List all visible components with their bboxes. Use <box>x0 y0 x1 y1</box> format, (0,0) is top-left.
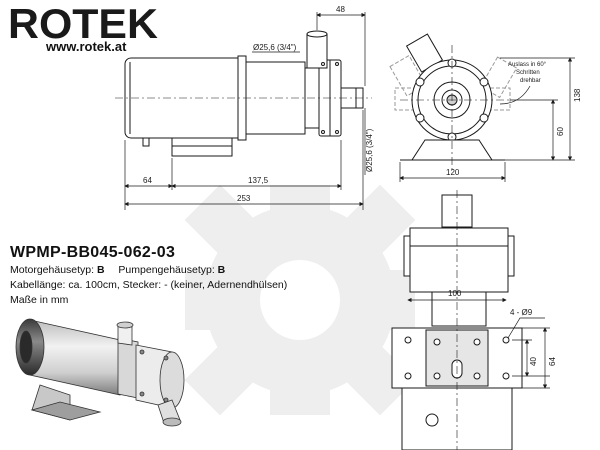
units-note: Maße in mm <box>10 294 69 306</box>
outlet-note-line-2: Schritten <box>516 70 540 76</box>
website-url[interactable]: www.rotek.at <box>46 39 127 54</box>
pump-housing-value: B <box>217 264 226 276</box>
side-view <box>115 30 372 157</box>
watermark-gear-icon <box>184 184 416 416</box>
rotek-logo: ROTEK www.rotek.at <box>8 2 198 58</box>
dim-138: 138 <box>573 88 582 102</box>
front-view <box>389 33 518 170</box>
dim-40: 40 <box>529 357 538 366</box>
dim-137: 137,5 <box>248 176 269 185</box>
outlet-note-line-3: drehbar <box>520 78 541 84</box>
pump-housing-label: Pumpengehäusetyp: <box>118 264 215 276</box>
housing-types: Motorgehäusetyp: B Pumpengehäusetyp: B <box>10 264 225 276</box>
side-view-dimensions <box>124 12 366 210</box>
dim-64b: 64 <box>548 357 557 366</box>
front-view-labels: 138 60 120 <box>446 88 582 177</box>
logo-wordmark: ROTEK <box>8 0 158 47</box>
outlet-rotation-note: Auslass in 60° Schritten drehbar <box>508 62 547 84</box>
dim-holes: 4 - Ø9 <box>510 308 533 317</box>
outlet-note-line-1: Auslass in 60° <box>508 62 547 68</box>
dim-100: 100 <box>448 289 462 298</box>
cable-info: Kabellänge: ca. 100cm, Stecker: - (keine… <box>10 279 288 291</box>
dim-inlet: Ø25,6 (3/4") <box>253 43 297 52</box>
dim-48: 48 <box>336 5 345 14</box>
top-view-labels: 100 4 - Ø9 40 64 <box>448 289 557 366</box>
motor-housing-value: B <box>96 264 105 276</box>
pump-product-illustration <box>15 318 185 427</box>
dim-120: 120 <box>446 168 460 177</box>
model-number: WPMP-BB045-062-03 <box>10 244 176 261</box>
dim-253: 253 <box>237 194 251 203</box>
dim-outlet: Ø25,6 (3/4") <box>365 128 374 172</box>
dim-60: 60 <box>556 127 565 136</box>
dim-64: 64 <box>143 176 152 185</box>
front-view-dimensions <box>399 57 575 182</box>
top-view-dimensions <box>407 297 550 389</box>
side-view-labels: 48 Ø25,6 (3/4") Ø25,6 (3/4") 64 137,5 25… <box>143 5 374 203</box>
motor-housing-label: Motorgehäusetyp: <box>10 264 95 276</box>
top-view <box>391 190 523 450</box>
